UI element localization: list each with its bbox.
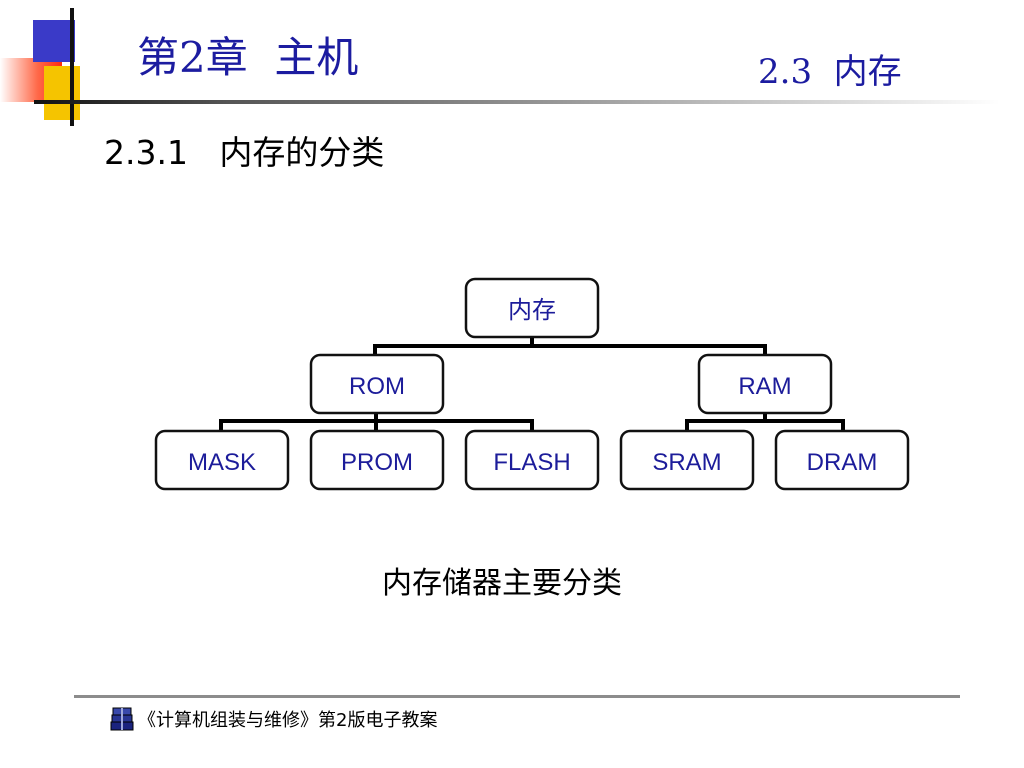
node-flash-label: FLASH bbox=[493, 449, 570, 476]
node-sram-box bbox=[619, 429, 755, 491]
footer-divider bbox=[74, 695, 960, 698]
decorative-yellow-square bbox=[44, 66, 80, 120]
node-ram-label: RAM bbox=[738, 373, 791, 400]
header-divider bbox=[34, 100, 1000, 104]
footer-text: 《计算机组装与维修》第2版电子教案 bbox=[138, 710, 438, 731]
node-prom-box bbox=[309, 429, 445, 491]
node-flash-box bbox=[464, 429, 600, 491]
chapter-title: 第2章 主机 bbox=[137, 33, 359, 82]
node-memory-label: 内存 bbox=[508, 297, 556, 324]
subsection-title: 2.3.1 内存的分类 bbox=[104, 133, 385, 172]
node-rom-label: ROM bbox=[349, 373, 405, 400]
node-dram-box bbox=[774, 429, 910, 491]
node-ram-box bbox=[697, 353, 833, 415]
node-sram-label: SRAM bbox=[652, 449, 721, 476]
book-stack-icon bbox=[110, 707, 134, 731]
node-memory-box bbox=[464, 277, 600, 339]
decorative-blue-square bbox=[33, 20, 75, 62]
node-dram-label: DRAM bbox=[807, 449, 878, 476]
decorative-vertical-line bbox=[70, 8, 74, 126]
diagram-caption: 内存储器主要分类 bbox=[382, 566, 622, 601]
node-mask-box bbox=[154, 429, 290, 491]
node-mask-label: MASK bbox=[188, 449, 256, 476]
diagram-connectors bbox=[219, 338, 845, 431]
node-prom-label: PROM bbox=[341, 449, 413, 476]
node-rom-box bbox=[309, 353, 445, 415]
section-title: 2.3 内存 bbox=[758, 52, 902, 92]
